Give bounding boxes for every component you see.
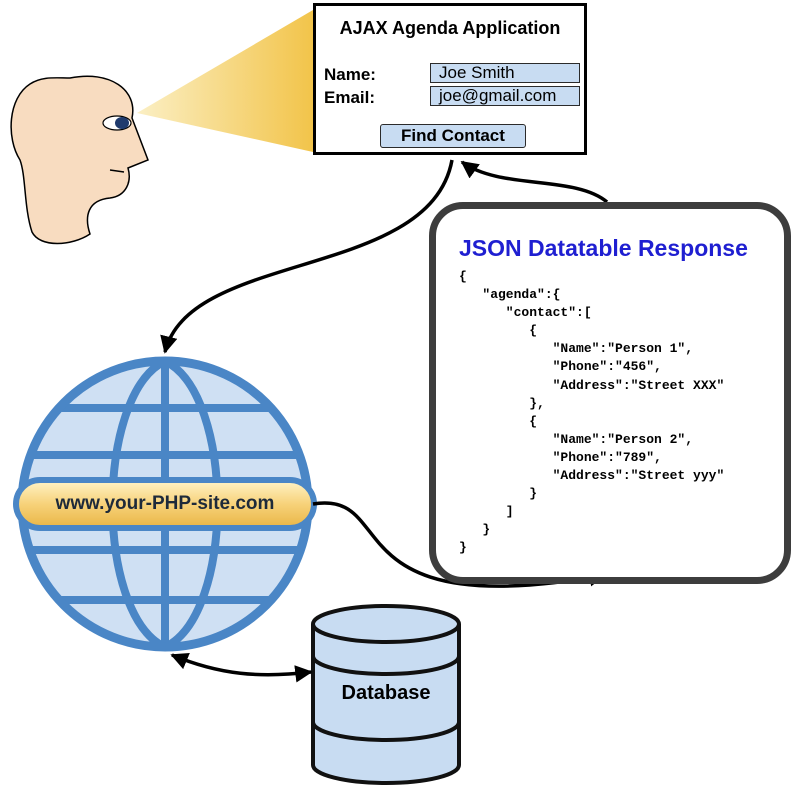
arrow-app-to-server	[165, 160, 452, 352]
site-url-label: www.your-PHP-site.com	[16, 480, 314, 528]
database-label: Database	[313, 682, 459, 705]
view-beam	[137, 10, 313, 152]
email-field[interactable]: joe@gmail.com	[430, 86, 580, 106]
pupil-icon	[115, 117, 129, 129]
find-contact-button[interactable]: Find Contact	[380, 124, 526, 148]
json-code-block: { "agenda":{ "contact":[ { "Name":"Perso…	[459, 268, 724, 558]
user-head	[11, 76, 148, 243]
json-response-panel: JSON Datatable Response { "agenda":{ "co…	[429, 202, 791, 584]
app-title: AJAX Agenda Application	[316, 18, 584, 39]
name-label: Name:	[324, 65, 376, 85]
arrow-server-database	[172, 655, 311, 675]
json-response-title: JSON Datatable Response	[459, 235, 748, 262]
email-label: Email:	[324, 88, 375, 108]
arrow-response-to-app	[462, 162, 607, 202]
app-window: AJAX Agenda Application Name: Joe Smith …	[313, 3, 587, 155]
name-field[interactable]: Joe Smith	[430, 63, 580, 83]
